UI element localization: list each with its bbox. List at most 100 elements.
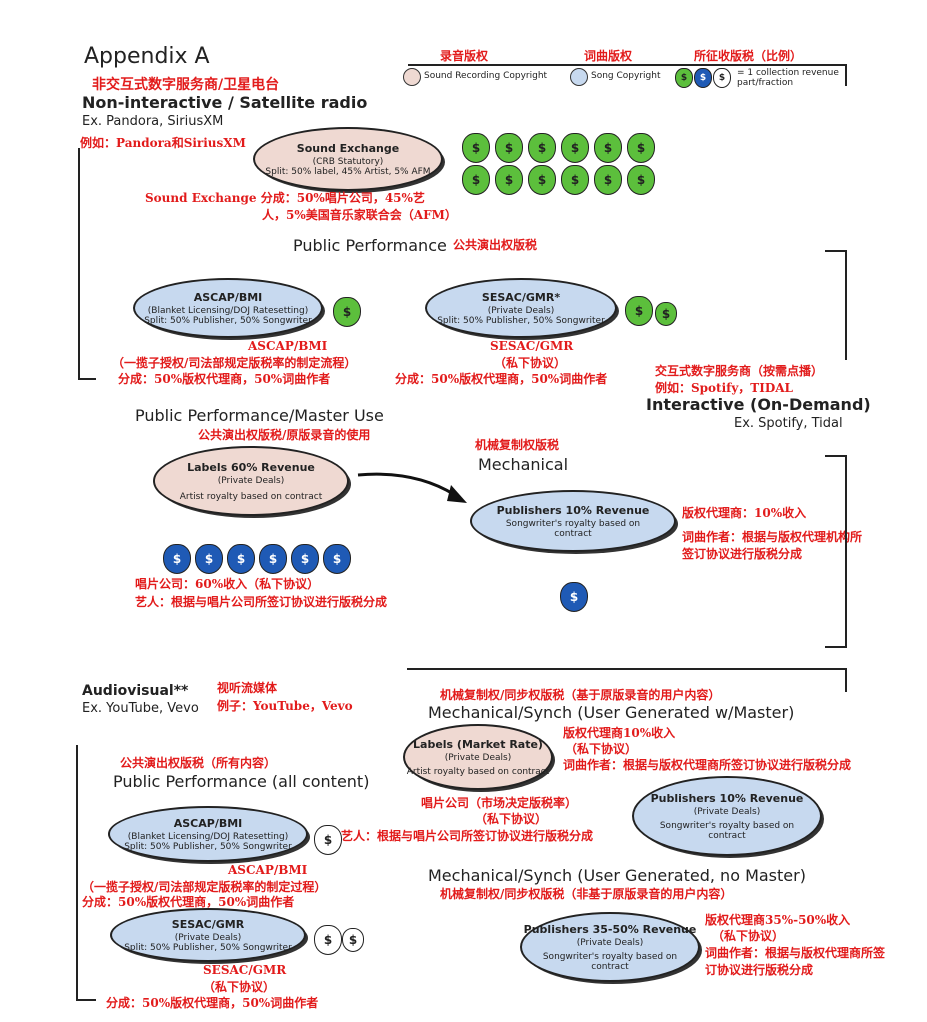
arrow-icon	[357, 472, 467, 503]
av-ascap-cloud: ASCAP/BMI(Blanket Licensing/DOJ Ratesett…	[108, 806, 308, 862]
money-bag-icon: $	[627, 133, 655, 163]
cloud-split: Split: 50% Publisher, 50% Songwriter	[144, 315, 312, 326]
av-ascap-cn2: （一揽子授权/司法部规定版税率的制定过程）	[82, 880, 327, 894]
ppmu-heading: Public Performance/Master Use	[135, 406, 384, 425]
cloud-title: Sound Exchange	[296, 141, 400, 155]
av-cn: 视听流媒体	[217, 681, 278, 695]
cloud-split: Split: 50% Publisher, 50% Songwriter	[124, 942, 292, 953]
ascap-cn1: ASCAP/BMI	[248, 339, 328, 353]
cloud-split: Split: 50% Publisher, 50% Songwriter	[124, 841, 292, 852]
legend-collect-cn: 所征收版税（比例）	[694, 49, 803, 63]
labels-cn1: 唱片公司：60%收入（私下协议）	[135, 577, 320, 591]
legend-song-cn: 词曲版权	[584, 49, 633, 63]
song-swatch	[570, 68, 588, 86]
m1-cn: 机械复制权/同步权版税（基于原版录音的用户内容）	[440, 688, 721, 702]
page-title: Appendix A	[84, 44, 210, 69]
money-bag-icon: $	[314, 925, 342, 955]
lab-cn2: （私下协议）	[475, 812, 548, 826]
legend-sound: Sound Recording Copyright	[424, 71, 548, 81]
bracket	[845, 455, 847, 647]
cloud-sub: (CRB Statutory)	[312, 156, 384, 167]
pub2-cn4: 订协议进行版税分成	[705, 963, 814, 977]
pub-cn1: 版权代理商：10%收入	[682, 506, 807, 520]
bracket	[76, 999, 96, 1001]
cloud-title: Publishers 10% Revenue	[650, 791, 804, 805]
av-pp-heading: Public Performance (all content)	[113, 772, 370, 791]
ppmu-cn: 公共演出权版税/原版录音的使用	[198, 428, 371, 442]
pub1-cn2: （私下协议）	[565, 742, 638, 756]
cloud-split: Split: 50% label, 45% Artist, 5% AFM	[265, 166, 431, 177]
ascap-cloud: ASCAP/BMI(Blanket Licensing/DOJ Ratesett…	[133, 278, 323, 338]
cloud-sub: (Private Deals)	[487, 305, 555, 316]
sound-swatch	[403, 68, 421, 86]
cloud-sub: (Private Deals)	[444, 752, 512, 763]
cloud-sub: (Blanket Licensing/DOJ Ratesetting)	[127, 831, 289, 842]
noninteractive-ex-cn: 例如：Pandora和SiriusXM	[80, 136, 246, 150]
pub-cn3: 签订协议进行版税分成	[682, 547, 803, 561]
interactive-ex: Ex. Spotify, Tidal	[734, 416, 843, 431]
cloud-title: SESAC/GMR*	[481, 290, 561, 304]
sesac-cn2: （私下协议）	[494, 356, 567, 370]
bracket	[407, 668, 847, 670]
sound-exchange-cloud: Sound Exchange(CRB Statutory)Split: 50% …	[253, 127, 443, 191]
cloud-title: ASCAP/BMI	[173, 816, 243, 830]
bracket	[825, 646, 847, 648]
money-bag-icon: $	[333, 297, 361, 327]
money-bag-icon: $	[342, 928, 364, 952]
money-bag-icon: $	[495, 165, 523, 195]
av-sesac-cn3: 分成：50%版权代理商，50%词曲作者	[106, 996, 319, 1010]
cloud-title: Labels 60% Revenue	[187, 460, 315, 474]
cloud-title: Publishers 35-50% Revenue	[523, 922, 697, 936]
money-bag-icon: $	[163, 544, 191, 574]
cloud-title: Labels (Market Rate)	[413, 737, 543, 751]
labels-cloud: Labels 60% Revenue(Private Deals)Artist …	[153, 446, 349, 516]
interactive-ex-cn: 例如：Spotify，TIDAL	[655, 381, 793, 395]
pub2-cn1: 版权代理商35%-50%收入	[705, 913, 851, 927]
cloud-title: Publishers 10% Revenue	[496, 503, 650, 517]
sesac-cn1: SESAC/GMR	[490, 339, 574, 353]
mech-heading: Mechanical	[478, 455, 569, 474]
cloud-sub: (Private Deals)	[576, 937, 644, 948]
se-cn2: 人，5%美国音乐家联合会（AFM）	[262, 208, 457, 222]
av-pub1-cloud: Publishers 10% Revenue(Private Deals)Son…	[632, 776, 822, 856]
money-bag-icon: $	[560, 582, 588, 612]
money-bag-icon: $	[227, 544, 255, 574]
cloud-title: SESAC/GMR	[171, 917, 245, 931]
av-sesac-cn1: SESAC/GMR	[203, 963, 287, 977]
sesac-cn3: 分成：50%版权代理商，50%词曲作者	[395, 372, 608, 386]
money-bag-icon: $	[495, 133, 523, 163]
av-title: Audiovisual**	[82, 683, 189, 699]
noninteractive-title: Non-interactive / Satellite radio	[82, 93, 368, 112]
cloud-desc: Songwriter's royalty based on contract	[542, 951, 678, 972]
pp-heading: Public Performance	[293, 236, 447, 255]
money-bag-icon: $	[713, 68, 731, 88]
mech-cn: 机械复制权版税	[475, 438, 560, 452]
ascap-cn2: （一揽子授权/司法部规定版税率的制定流程）	[112, 356, 357, 370]
av-ex: Ex. YouTube, Vevo	[82, 701, 199, 716]
legend-sound-cn: 录音版权	[440, 49, 489, 63]
money-bag-icon: $	[561, 133, 589, 163]
money-bag-icon: $	[528, 165, 556, 195]
money-bag-icon: $	[594, 165, 622, 195]
av-sesac-cn2: （私下协议）	[203, 980, 276, 994]
cloud-desc: Artist royalty based on contract	[406, 766, 550, 777]
cloud-desc: Songwriter's royalty based on contract	[659, 820, 795, 841]
money-bag-icon: $	[625, 296, 653, 326]
pub-cn2: 词曲作者：根据与版权代理机构所	[682, 530, 863, 544]
av-pp-cn: 公共演出权版税（所有内容）	[120, 756, 277, 770]
cloud-sub: (Private Deals)	[174, 932, 242, 943]
labels-cn2: 艺人：根据与唱片公司所签订协议进行版税分成	[135, 595, 388, 609]
money-bag-icon: $	[594, 133, 622, 163]
money-bag-icon: $	[694, 68, 712, 88]
lab-cn1: 唱片公司（市场决定版税率）	[421, 796, 578, 810]
money-bag-icon: $	[655, 302, 677, 326]
legend-line-end	[845, 64, 847, 86]
ascap-cn3: 分成：50%版权代理商，50%词曲作者	[118, 372, 331, 386]
bracket	[78, 148, 80, 380]
av-pub2-cloud: Publishers 35-50% Revenue(Private Deals)…	[520, 912, 700, 982]
sesac-cloud: SESAC/GMR*(Private Deals)Split: 50% Publ…	[425, 278, 617, 338]
bracket	[76, 745, 78, 1001]
se-cn1: Sound Exchange 分成：50%唱片公司，45%艺	[145, 191, 425, 205]
bracket	[825, 250, 847, 252]
